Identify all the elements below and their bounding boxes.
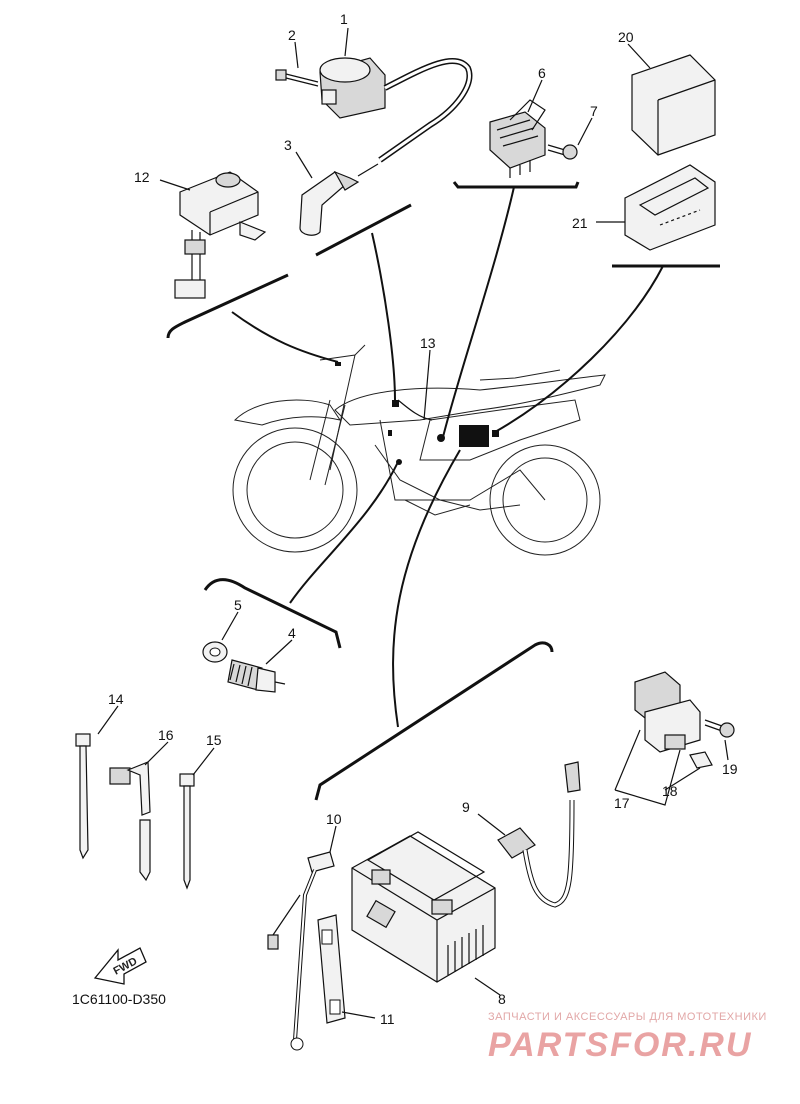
callout-21: 21 [572,215,588,231]
callout-14: 14 [108,691,124,707]
rectifier-icon [489,99,546,178]
cable-tie-icon-15 [179,773,195,890]
bike-markers [335,362,499,465]
battery-cable-icon [497,761,581,908]
bolt-icon-19 [704,719,735,738]
diagram-code: 1C61100-D350 [72,991,166,1007]
callout-13: 13 [420,335,436,351]
band-icon-16 [109,761,151,882]
neutral-switch-icon [227,659,286,693]
callout-16: 16 [158,727,174,743]
callout-labels: 1 2 3 4 5 6 7 8 9 10 11 12 13 14 15 16 1… [108,11,738,1027]
leader-lines [166,181,720,801]
callout-17: 17 [614,795,630,811]
gasket-icon [202,641,228,663]
spark-plug-cap-icon [299,163,379,236]
battery-icon [351,831,496,983]
callout-8: 8 [498,991,506,1007]
callout-12: 12 [134,169,150,185]
callout-5: 5 [234,597,242,613]
callout-7: 7 [590,103,598,119]
callout-19: 19 [722,761,738,777]
callout-15: 15 [206,732,222,748]
fwd-arrow-icon: FWD [93,947,147,985]
battery-band-icon [317,914,346,1024]
callout-1: 1 [340,11,348,27]
callout-3: 3 [284,137,292,153]
cable-tie-icon-14 [75,733,91,860]
watermark-brand: PARTSFOR.RU [488,1026,752,1064]
callout-9: 9 [462,799,470,815]
callout-11: 11 [380,1011,395,1027]
ignition-coil-icon [319,57,473,163]
bolt-icon [275,69,319,87]
cdi-location-marker [459,425,489,447]
callout-10: 10 [326,811,342,827]
minus-lead-icon [267,851,335,1051]
motorcycle-outline [232,344,606,556]
callout-6: 6 [538,65,546,81]
callout-2: 2 [288,27,296,43]
watermark-tagline: ЗАПЧАСТИ И АКСЕССУАРЫ ДЛЯ МОТОТЕХНИКИ [488,1011,767,1023]
watermark: ЗАПЧАСТИ И АКСЕССУАРЫ ДЛЯ МОТОТЕХНИКИ PA… [488,1011,767,1064]
callout-20: 20 [618,29,634,45]
cdi-rubber-icon [624,164,716,251]
callout-leaders [97,27,729,1019]
bolt-icon-7 [547,144,578,160]
relay-assembly-icon [634,671,713,769]
starter-relay-icon [174,171,267,299]
callout-18: 18 [662,783,678,799]
cdi-unit-icon [631,54,716,156]
callout-4: 4 [288,625,296,641]
